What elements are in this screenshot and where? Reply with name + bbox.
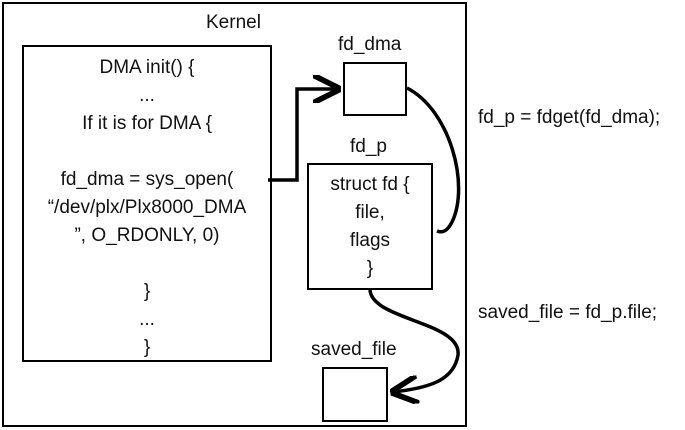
fd-dma-label: fd_dma bbox=[338, 34, 402, 55]
code-line-5: fd_dma = sys_open( bbox=[60, 169, 234, 190]
arrow-fd-p-to-saved-file bbox=[368, 289, 460, 392]
struct-line-1: struct fd { bbox=[330, 174, 410, 195]
dma-init-code: DMA init() { ... If it is for DMA { fd_d… bbox=[22, 54, 272, 362]
code-line-6: “/dev/plx/Plx8000_DMA bbox=[47, 197, 247, 218]
code-line-10: ... bbox=[139, 309, 155, 330]
saved-file-box bbox=[322, 367, 388, 422]
arrow-sysopen-to-fd-dma bbox=[268, 89, 338, 182]
fd-p-struct: struct fd { file, flags } bbox=[307, 171, 433, 283]
kernel-label: Kernel bbox=[206, 12, 261, 33]
fdget-annotation: fd_p = fdget(fd_dma); bbox=[478, 107, 661, 128]
code-line-2: ... bbox=[139, 85, 155, 106]
saved-file-label: saved_file bbox=[311, 339, 397, 360]
code-line-3: If it is for DMA { bbox=[82, 113, 212, 134]
arrow-fd-dma-to-fd-p bbox=[406, 86, 461, 234]
code-line-7: ”, O_RDONLY, 0) bbox=[74, 225, 220, 246]
saved-annotation: saved_file = fd_p.file; bbox=[478, 302, 658, 323]
code-line-1: DMA init() { bbox=[99, 57, 195, 78]
fd-dma-box bbox=[343, 62, 407, 116]
code-line-11: } bbox=[143, 337, 151, 358]
struct-line-2: file, bbox=[355, 202, 385, 223]
dma-init-box bbox=[22, 45, 272, 362]
fd-p-box bbox=[307, 163, 433, 290]
struct-line-3: flags bbox=[349, 230, 391, 251]
code-line-9: } bbox=[143, 281, 151, 302]
struct-line-4: } bbox=[366, 258, 374, 279]
fd-p-label: fd_p bbox=[350, 136, 387, 157]
